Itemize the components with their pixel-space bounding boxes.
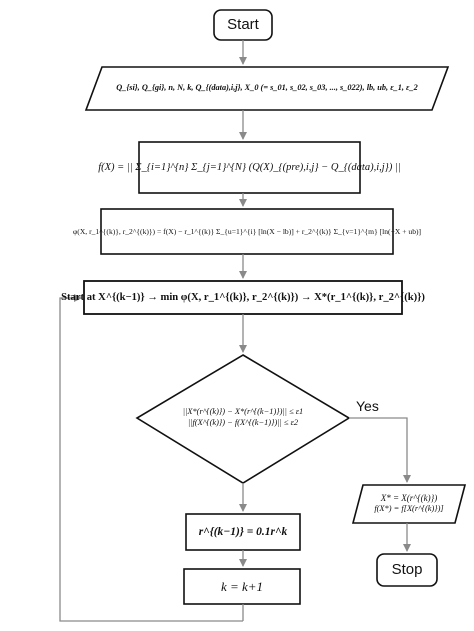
update-k-node-shape — [183, 568, 301, 605]
minimize-node-shape — [83, 280, 403, 315]
connector-loop-back — [59, 294, 184, 622]
decision-line-2: ||f(X^{(k)}) − f(X^{(k−1)})|| ≤ ε2 — [187, 418, 299, 427]
objective-formula: f(X) = || Σ_{i=1}^{n} Σ_{j=1}^{N} (Q(X)_… — [98, 161, 401, 173]
minimize-formula: Start at X^{(k−1)} → min φ(X, r_1^{(k)},… — [61, 291, 425, 303]
decision-text: ||X*(r^{(k)}) − X*(r^{(k−1)})|| ≤ ε1 ||f… — [155, 383, 331, 453]
inputs-formula: Q_{si}, Q_{gi}, n, N, k, Q_{(data),i,j},… — [116, 83, 418, 93]
start-node-label: Start — [227, 16, 259, 34]
stop-node-label: Stop — [391, 561, 423, 579]
penalty-node-shape — [100, 208, 394, 255]
update-r-formula: r^{(k−1)} = 0.1r^k — [198, 525, 288, 538]
inputs-node-shape — [84, 66, 450, 111]
update-r-node-shape — [185, 513, 301, 551]
stop-node-shape — [376, 553, 438, 587]
connector-decision-yes — [349, 417, 411, 483]
result-line-1: X* = X(r^{(k)}) — [380, 492, 438, 503]
yes-label: Yes — [356, 398, 379, 414]
penalty-formula: φ(X, r_1^{(k)}, r_2^{(k)}) = f(X) − r_1^… — [72, 226, 422, 236]
result-line-2: f(X*) = f[X(r^{(k)})] — [374, 504, 444, 514]
decision-line-1: ||X*(r^{(k)}) − X*(r^{(k−1)})|| ≤ ε1 — [182, 407, 304, 417]
result-node-shape — [351, 484, 467, 524]
objective-node-shape — [138, 141, 361, 194]
result-text: X* = X(r^{(k)}) f(X*) = f[X(r^{(k)})] — [356, 485, 462, 523]
update-k-formula: k = k+1 — [220, 578, 264, 594]
